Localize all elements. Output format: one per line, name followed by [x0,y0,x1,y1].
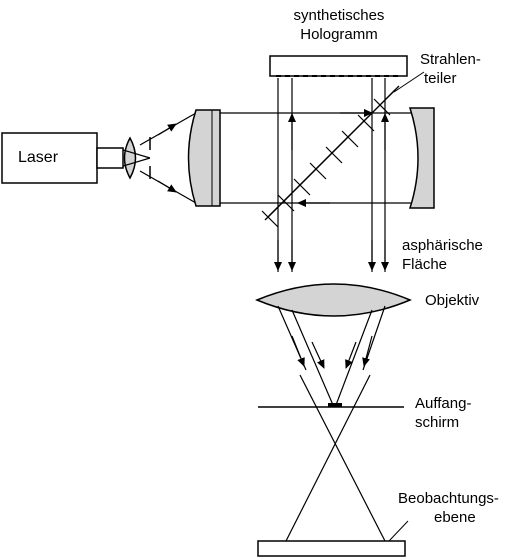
laser-label: Laser [18,149,59,166]
observation-plane [257,540,406,557]
beam-arrow-lower [157,180,177,193]
focus-spot [328,403,342,407]
beam-splitter-label-line2: teiler [424,70,457,87]
diverging-rays [285,374,386,542]
converge-arrow-4 [345,341,357,369]
screen-label-line1: Auffang- [415,395,472,412]
aspheric-label-line2: Fläche [402,256,448,273]
collimator-lens [187,109,221,207]
objective-lens [255,283,412,317]
converge-arrow-3 [362,335,373,367]
focusing-lens [123,136,137,180]
observation-label-line2: ebene [434,509,476,526]
laser-box [1,132,98,184]
hologram-label-line1: synthetisches [293,7,385,24]
objective-label: Objektiv [425,292,480,309]
screen-label: Auffang- schirm [415,394,471,432]
vertical-rays [277,78,386,272]
converging-rays [277,305,386,406]
laser-output-tube [96,147,124,169]
beam-splitter-leader [393,71,425,93]
beam-splitter-label-line1: Strahlen- [420,51,481,68]
converge-arrow-2 [311,341,325,369]
converge-arrow-1 [291,335,305,367]
screen-label-line2: schirm [415,414,460,431]
synthetic-hologram [269,55,408,77]
beam-splitter [264,85,400,221]
hologram-label: synthetisches Hologramm [248,6,430,44]
aspheric-label-line1: asphärische [402,237,483,254]
beam-splitter-label: Strahlen- teiler [420,50,481,88]
observation-label-line1: Beobachtungs- [398,490,499,507]
beam-arrow-upper [157,123,177,136]
aspheric-surface [408,107,435,209]
collimated-beam [220,112,412,204]
observation-plane-label: Beobachtungs- ebene [398,489,499,527]
hologram-label-line2: Hologramm [300,26,378,43]
beam-splitter-ticks [261,98,391,228]
observation-plane-leader [388,520,409,542]
aspheric-surface-label: asphärische Fläche [402,236,483,274]
